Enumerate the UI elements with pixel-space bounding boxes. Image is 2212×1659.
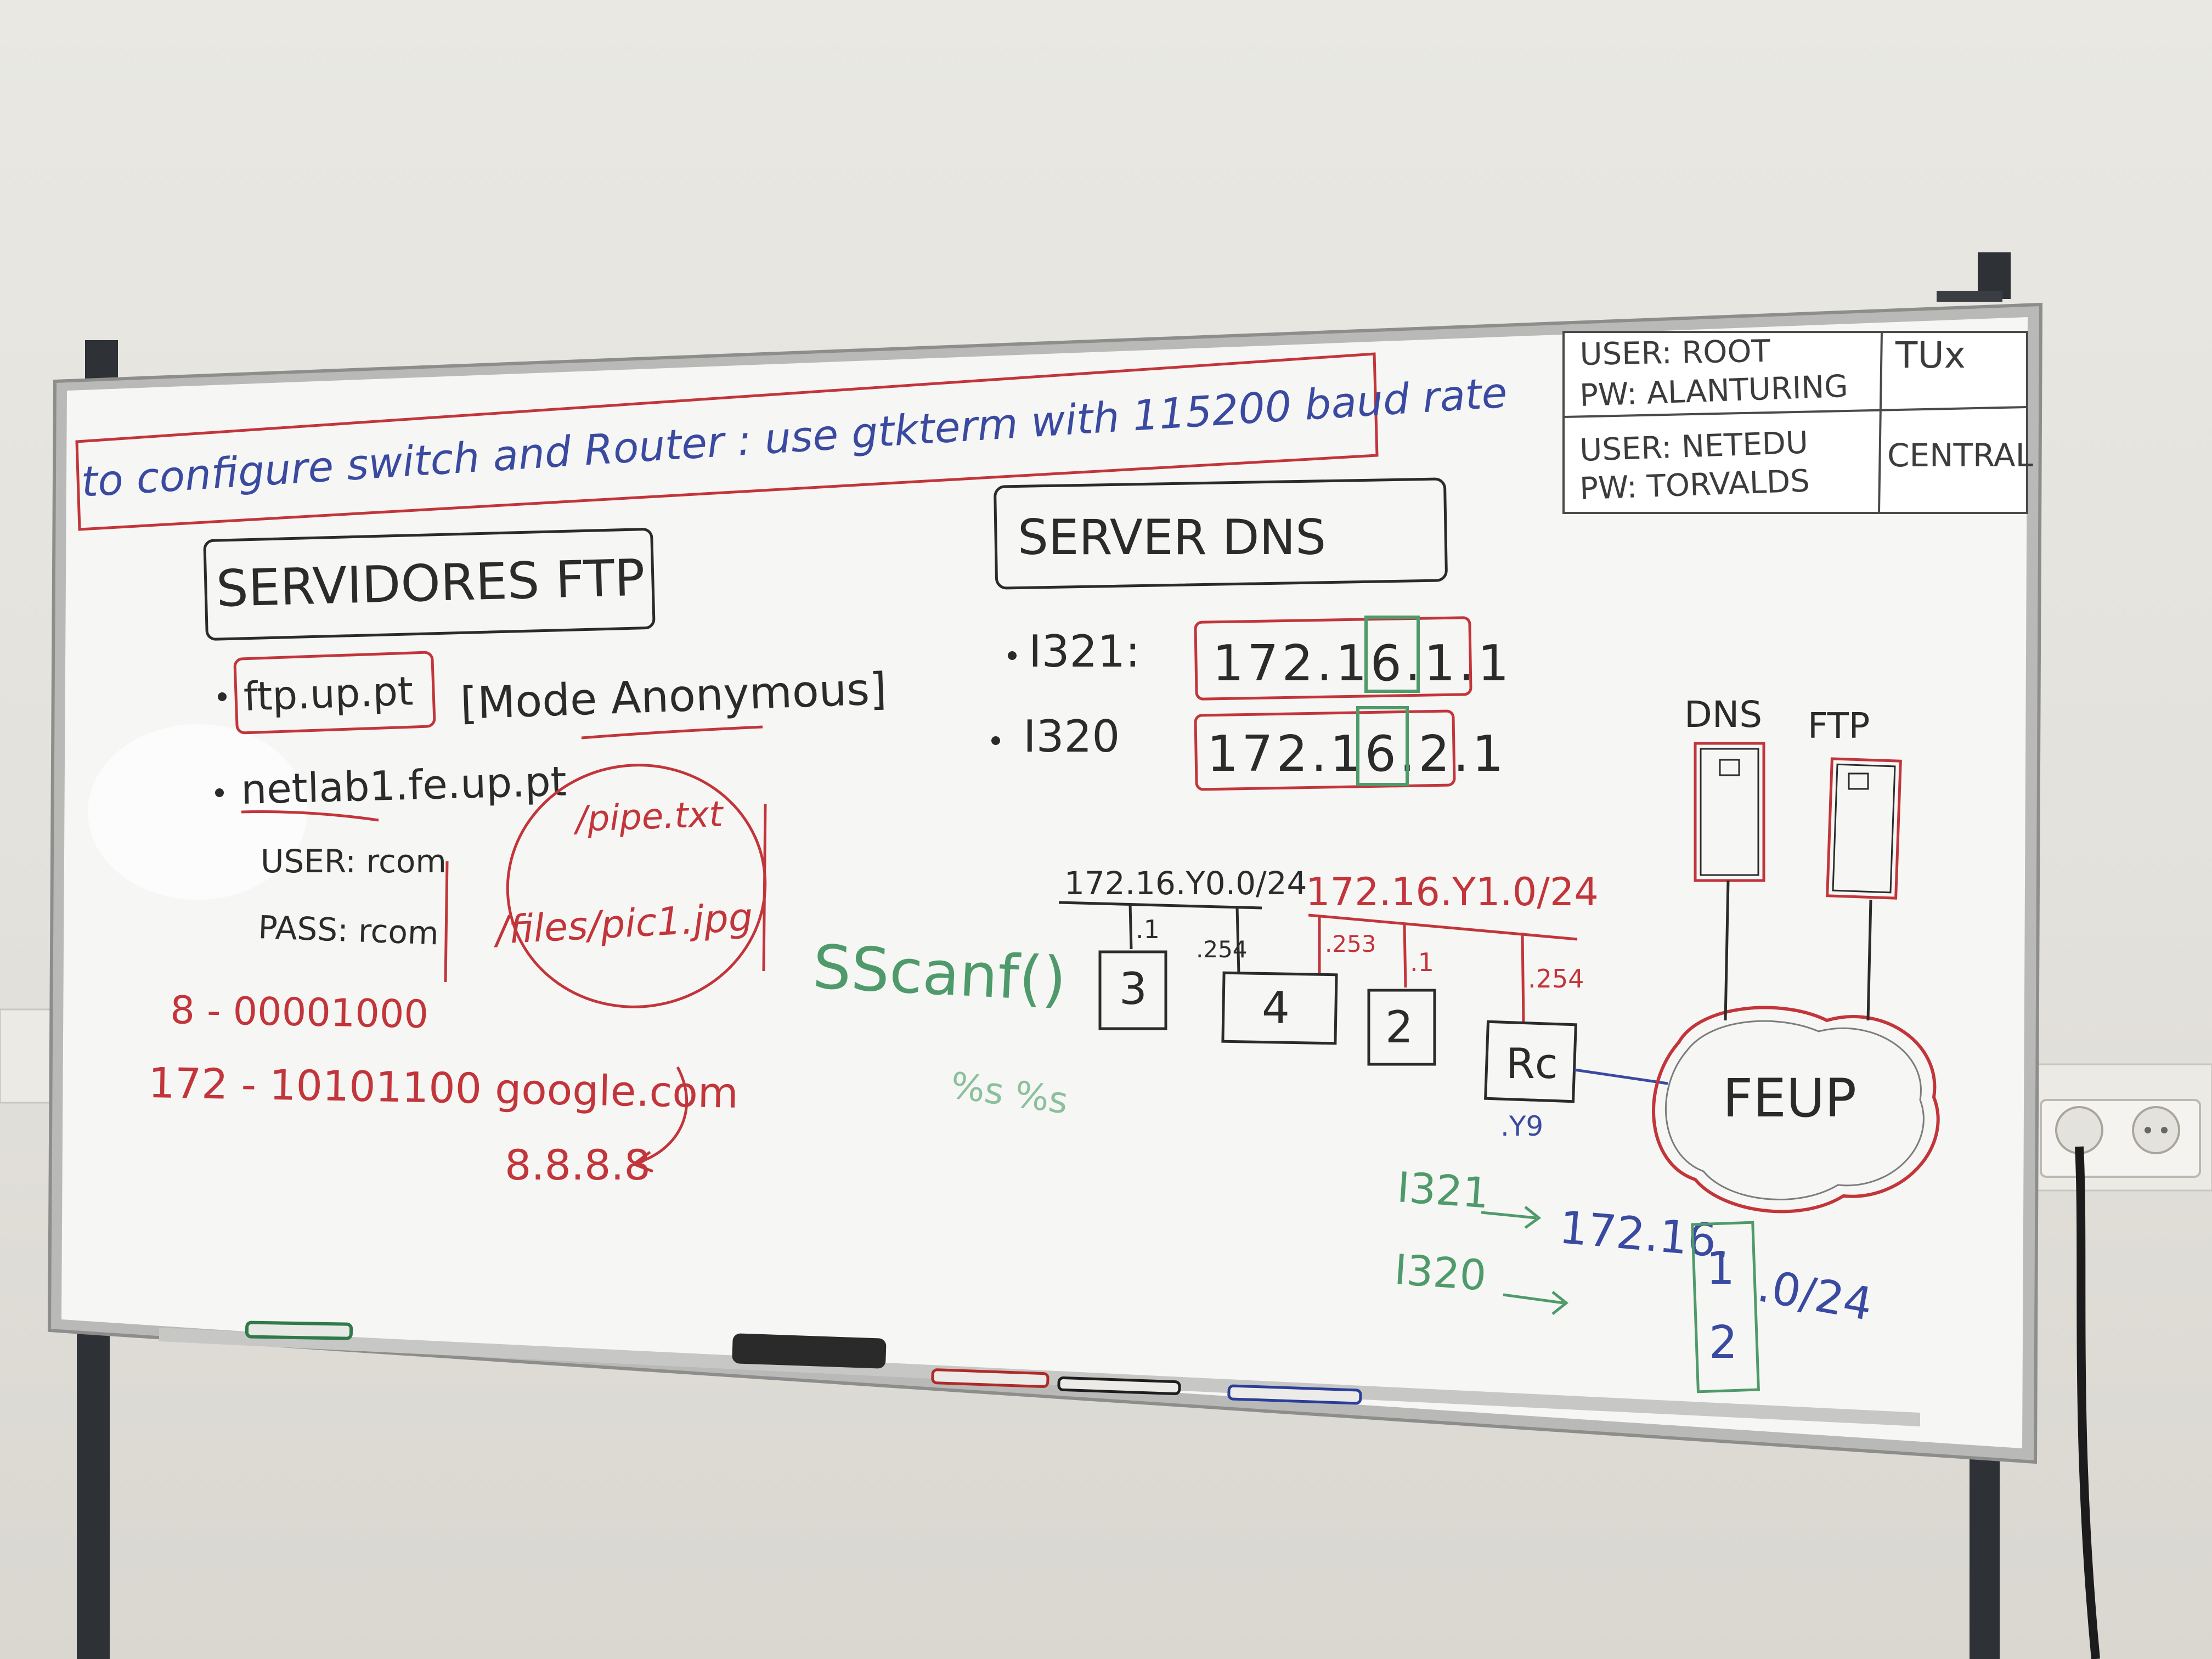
map-label-2: I320 <box>1393 1245 1488 1300</box>
router-y9: .Y9 <box>1500 1110 1543 1142</box>
google-arrow <box>636 1066 688 1165</box>
link-rc <box>1521 932 1525 1024</box>
tux3-label: 3 <box>1119 963 1147 1014</box>
dns-row2-ip: 172.16.2.1 <box>1207 725 1507 783</box>
ftp-server-link <box>1866 899 1872 1021</box>
dns-title-server: SERVER DNS <box>1018 509 1326 566</box>
whiteboard-surface <box>61 317 2028 1448</box>
marker-red <box>931 1368 1049 1389</box>
link-3 <box>1128 904 1133 950</box>
ftp-title: SERVIDORES FTP <box>216 549 646 618</box>
ftp-user: USER: rcom <box>261 843 447 880</box>
link-2 <box>1403 924 1407 988</box>
ip-n1b: .1 <box>1410 947 1434 977</box>
credentials-table: USER: ROOT PW: ALANTURING TUx USER: NETE… <box>1562 331 2033 514</box>
netlab-underline <box>241 810 379 822</box>
tux4-label: 4 <box>1262 983 1290 1034</box>
dns-row1-box <box>1194 616 1472 701</box>
dns-server-slot <box>1719 759 1740 776</box>
ip-n254a: .254 <box>1196 936 1248 963</box>
subnet-1: 1 <box>1706 1243 1735 1295</box>
ftp-title-box <box>203 528 656 641</box>
subnet-green-box <box>1691 1221 1760 1393</box>
router-box <box>1484 1020 1577 1103</box>
google-arrowhead <box>630 1150 653 1173</box>
map-label-1: I321 <box>1396 1163 1491 1217</box>
dns-row2-green <box>1356 706 1409 786</box>
dns-server-box-inner <box>1700 748 1759 876</box>
subnet-2: 2 <box>1709 1317 1737 1369</box>
map-arrow-2 <box>1503 1291 1569 1315</box>
bullet <box>218 692 227 701</box>
marker-green <box>245 1321 353 1340</box>
dns-server-label: DNS <box>1684 693 1762 736</box>
marker-blue <box>1227 1384 1362 1405</box>
ftp-server1-box <box>233 651 436 735</box>
stand-leg-left <box>77 1317 110 1659</box>
ftp-file1: /pipe.txt <box>572 794 725 840</box>
feup-label: FEUP <box>1723 1068 1857 1129</box>
dns-row1-label: I321: <box>1029 626 1140 677</box>
dns-server-box <box>1694 742 1765 882</box>
ip-n1: .1 <box>1136 915 1160 944</box>
wall-trim-left <box>0 1008 53 1104</box>
tux2-box <box>1367 989 1436 1066</box>
dns-row2-box <box>1194 709 1456 791</box>
bullet <box>215 788 224 797</box>
feup-cloud-inner <box>1664 1020 1925 1200</box>
ftp-server-slot <box>1848 772 1869 790</box>
dns-row1-ip: 172.16.1.1 <box>1212 635 1513 692</box>
stand-clip-bar <box>1937 291 2002 302</box>
stand-leg-right <box>1970 1448 2000 1659</box>
bullet <box>991 736 1000 745</box>
feup-cloud <box>1652 1006 1940 1214</box>
tux-user: USER: ROOT <box>1579 334 1771 373</box>
tux2-label: 2 <box>1385 1002 1413 1053</box>
binary-line2: 172 - 10101100 google.com <box>148 1058 739 1118</box>
power-cable <box>2075 1146 2100 1659</box>
central-label: CENTRAL <box>1887 437 2033 474</box>
power-socket <box>2040 1099 2201 1178</box>
ftp-server-box-inner <box>1832 763 1896 894</box>
map-arrow-1 <box>1481 1206 1542 1229</box>
cred-bracket <box>444 861 449 983</box>
dns-row1-green <box>1364 616 1420 693</box>
tux4-box <box>1221 971 1338 1045</box>
central-user: USER: NETEDU <box>1579 425 1809 469</box>
ip-n253: .253 <box>1325 930 1376 957</box>
eraser <box>732 1333 887 1369</box>
dns-row2-label: I320 <box>1023 711 1120 762</box>
ftp-pass: PASS: rcom <box>258 909 439 952</box>
header-red-frame <box>75 352 1379 531</box>
net1-label: 172.16.Y1.0/24 <box>1306 870 1599 915</box>
files-bracket <box>762 803 767 972</box>
tux3-box <box>1098 950 1167 1030</box>
dns-title: SERVER DNS <box>1018 509 1326 566</box>
router-uplink <box>1574 1068 1668 1085</box>
ftp-server-box <box>1826 757 1902 900</box>
dns-server-link <box>1724 880 1730 1021</box>
net0-bus <box>1058 901 1262 910</box>
router-label: Rc <box>1506 1039 1558 1088</box>
dns-title-box <box>994 477 1448 590</box>
net1-bus <box>1308 913 1578 941</box>
tux-label: TUx <box>1895 334 1966 376</box>
ip-n254b: .254 <box>1528 964 1584 994</box>
net0-label: 172.16.Y0.0/24 <box>1064 865 1307 902</box>
bullet <box>1008 651 1017 660</box>
sscanf-note: SScanf() <box>811 932 1068 1015</box>
dns-google-ip: 8.8.8.8 <box>505 1141 651 1189</box>
stand-clip-left <box>85 340 118 379</box>
ftp-server1: ftp.up.pt <box>243 668 414 720</box>
anonymous-underline <box>581 725 763 740</box>
ftp-server-label: FTP <box>1808 706 1870 747</box>
board-glare <box>88 724 307 900</box>
binary-line1: 8 - 00001000 <box>170 988 429 1037</box>
marker-black <box>1057 1376 1181 1396</box>
link-4 <box>1235 906 1240 974</box>
central-pw: PW: TORVALDS <box>1579 463 1810 507</box>
ftp-server2: netlab1.fe.up.pt <box>240 758 567 814</box>
